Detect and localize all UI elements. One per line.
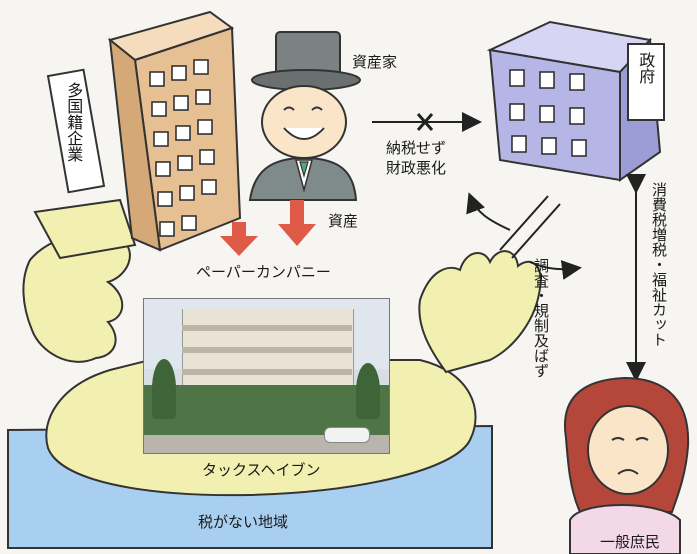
x-mark-icon <box>416 113 434 131</box>
general-public-label: 一般庶民 <box>600 533 661 551</box>
no-tax-label-1: 納税せず <box>386 139 447 157</box>
government-sign-label: 政府 <box>636 52 656 84</box>
tax-haven-photo <box>143 298 390 454</box>
tax-haven-label: タックスヘイブン <box>202 461 321 479</box>
multinational-sign-label: 多国籍企業 <box>64 82 84 162</box>
tax-increase-label: 消費税増税・福祉カット <box>650 182 668 347</box>
asset-arrows <box>220 200 316 256</box>
capitalist-label: 資産家 <box>352 53 398 71</box>
government-building <box>486 20 665 182</box>
capitalist-figure <box>248 31 361 201</box>
no-tax-region-label: 税がない地域 <box>198 513 289 531</box>
investigation-label: 調査・規制及ばず <box>532 258 550 378</box>
assets-label: 資産 <box>328 212 359 230</box>
no-tax-label-2: 財政悪化 <box>386 159 447 177</box>
corporate-building <box>46 10 242 252</box>
public-figure <box>564 376 690 554</box>
right-hand <box>418 250 542 374</box>
paper-company-label: ペーパーカンパニー <box>196 263 331 281</box>
